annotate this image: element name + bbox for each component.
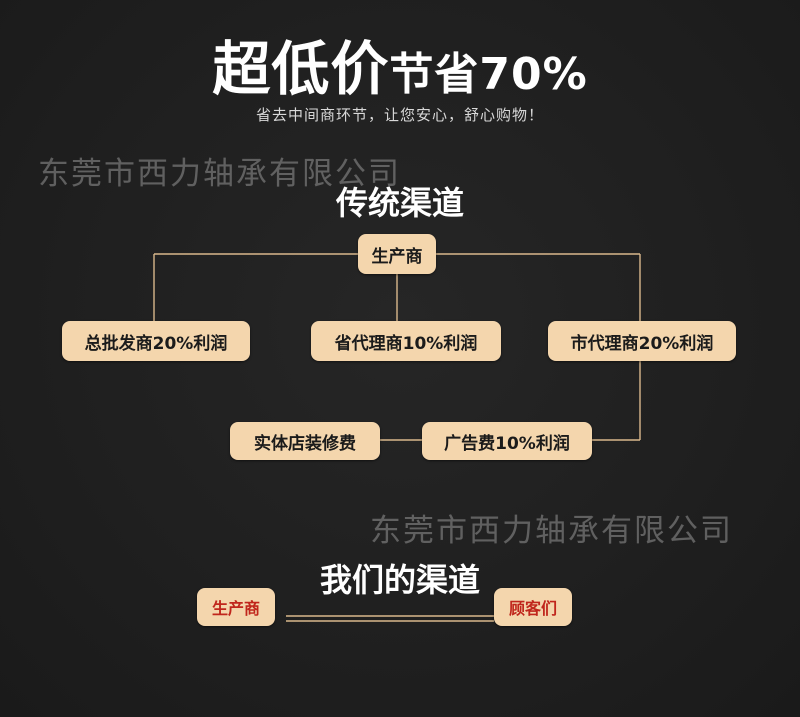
customers-box: 顾客们 (494, 588, 572, 626)
tagline: 省去中间商环节，让您安心，舒心购物！ (255, 106, 544, 124)
provincial-agent-box: 省代理商10%利润 (311, 321, 501, 361)
headline-big: 超低价 (212, 35, 390, 103)
watermark-bottom: 东莞市西力轴承有限公司 (370, 513, 733, 549)
city-agent-box: 市代理商20%利润 (548, 321, 736, 361)
our-channel-title: 我们的渠道 (319, 561, 480, 599)
watermark-top: 东莞市西力轴承有限公司 (38, 156, 401, 192)
producer-box: 生产商 (358, 234, 436, 274)
our-producer-box: 生产商 (197, 588, 275, 626)
store-decoration-box: 实体店装修费 (230, 422, 380, 460)
headline: 超低价节省70% (0, 22, 800, 106)
wholesale-box: 总批发商20%利润 (62, 321, 250, 361)
headline-small: 节省70% (389, 49, 588, 100)
traditional-channel-title: 传统渠道 (335, 184, 464, 222)
advertising-box: 广告费10%利润 (422, 422, 592, 460)
